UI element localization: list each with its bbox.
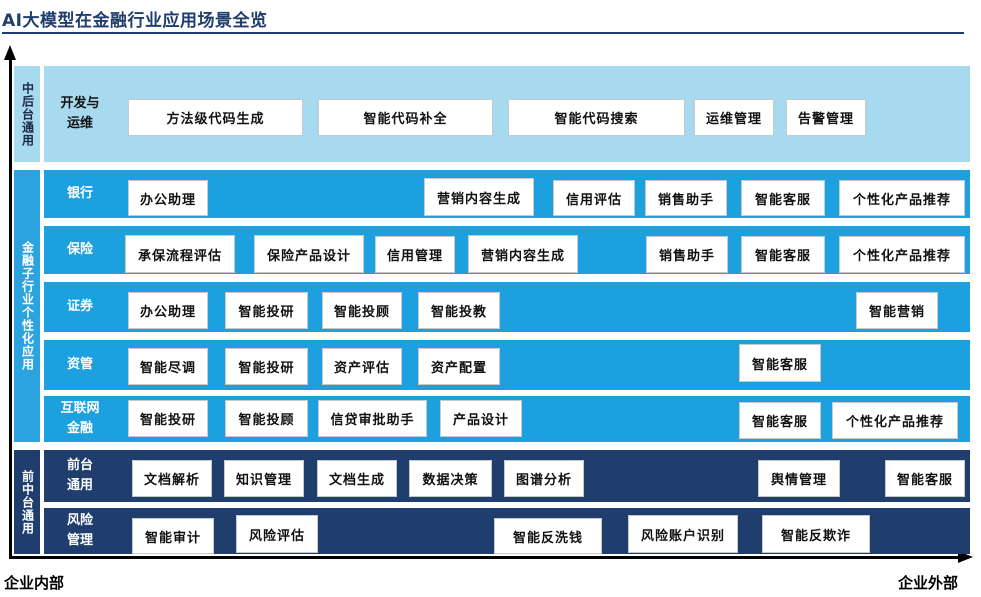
row-label-bank: 银行 bbox=[66, 186, 93, 201]
item-risk-1: 风险评估 bbox=[236, 515, 318, 553]
item-dev-1: 智能代码补全 bbox=[318, 99, 493, 136]
item-insurance-6: 个性化产品推荐 bbox=[839, 236, 965, 273]
item-front-6: 智能客服 bbox=[885, 460, 965, 497]
category-middle-back: 中后台通用 bbox=[14, 66, 40, 162]
item-bank-2: 信用评估 bbox=[553, 180, 635, 216]
item-front-5: 舆情管理 bbox=[758, 460, 840, 497]
item-risk-0: 智能审计 bbox=[132, 518, 214, 554]
horizontal-axis bbox=[9, 556, 961, 559]
item-insurance-4: 销售助手 bbox=[646, 236, 728, 273]
item-asset-1: 智能投研 bbox=[225, 348, 308, 385]
item-asset-2: 资产评估 bbox=[322, 348, 402, 385]
item-securities-1: 智能投研 bbox=[225, 292, 308, 329]
item-internet-5: 个性化产品推荐 bbox=[832, 402, 958, 439]
item-asset-4: 智能客服 bbox=[739, 344, 821, 382]
item-insurance-3: 营销内容生成 bbox=[468, 235, 578, 273]
row-label-asset: 资管 bbox=[66, 357, 93, 372]
item-risk-3: 风险账户识别 bbox=[628, 515, 738, 553]
row-label-risk: 风险 管理 bbox=[66, 513, 93, 548]
item-internet-4: 智能客服 bbox=[739, 402, 821, 439]
vertical-axis bbox=[9, 58, 12, 558]
item-securities-2: 智能投顾 bbox=[322, 292, 402, 329]
item-internet-3: 产品设计 bbox=[440, 400, 522, 437]
item-internet-0: 智能投研 bbox=[128, 400, 208, 437]
item-dev-4: 告警管理 bbox=[786, 99, 866, 136]
item-insurance-5: 智能客服 bbox=[741, 236, 825, 273]
item-securities-0: 办公助理 bbox=[128, 292, 208, 329]
item-bank-1: 营销内容生成 bbox=[424, 178, 534, 216]
item-front-4: 图谱分析 bbox=[504, 460, 584, 497]
item-dev-3: 运维管理 bbox=[694, 99, 774, 136]
row-label-internet: 互联网 金融 bbox=[60, 401, 100, 436]
arrow-up-icon bbox=[4, 45, 16, 60]
item-asset-3: 资产配置 bbox=[418, 348, 500, 385]
item-internet-1: 智能投顾 bbox=[225, 400, 308, 437]
item-risk-4: 智能反欺诈 bbox=[762, 515, 870, 553]
title-divider bbox=[2, 32, 964, 34]
item-asset-0: 智能尽调 bbox=[128, 348, 208, 385]
item-bank-0: 办公助理 bbox=[128, 180, 208, 216]
item-dev-0: 方法级代码生成 bbox=[128, 99, 303, 136]
item-insurance-2: 信用管理 bbox=[375, 236, 455, 273]
row-label-insurance: 保险 bbox=[66, 242, 93, 257]
item-insurance-1: 保险产品设计 bbox=[254, 235, 364, 273]
item-front-2: 文档生成 bbox=[317, 460, 397, 497]
category-front-middle: 前中台通用 bbox=[14, 450, 40, 554]
row-label-dev: 开发与 运维 bbox=[60, 96, 100, 131]
arrow-right-icon bbox=[958, 551, 973, 563]
item-front-1: 知识管理 bbox=[224, 460, 304, 497]
item-bank-5: 个性化产品推荐 bbox=[839, 180, 965, 216]
item-risk-2: 智能反洗钱 bbox=[494, 518, 602, 554]
item-bank-4: 智能客服 bbox=[741, 180, 825, 216]
page-title: AI大模型在金融行业应用场景全览 bbox=[2, 11, 268, 31]
category-finance: 金融子行业个性化应用 bbox=[14, 170, 40, 442]
item-securities-4: 智能营销 bbox=[856, 292, 938, 329]
row-label-front: 前台 通用 bbox=[66, 458, 93, 493]
item-internet-2: 信贷审批助手 bbox=[318, 400, 427, 437]
item-bank-3: 销售助手 bbox=[645, 180, 727, 216]
item-securities-3: 智能投教 bbox=[418, 292, 500, 329]
axis-label-external: 企业外部 bbox=[898, 574, 959, 592]
axis-label-internal: 企业内部 bbox=[4, 574, 65, 592]
row-label-securities: 证券 bbox=[66, 299, 93, 314]
item-front-0: 文档解析 bbox=[132, 460, 212, 497]
item-dev-2: 智能代码搜索 bbox=[508, 99, 685, 136]
item-front-3: 数据决策 bbox=[409, 460, 492, 497]
item-insurance-0: 承保流程评估 bbox=[125, 235, 235, 273]
